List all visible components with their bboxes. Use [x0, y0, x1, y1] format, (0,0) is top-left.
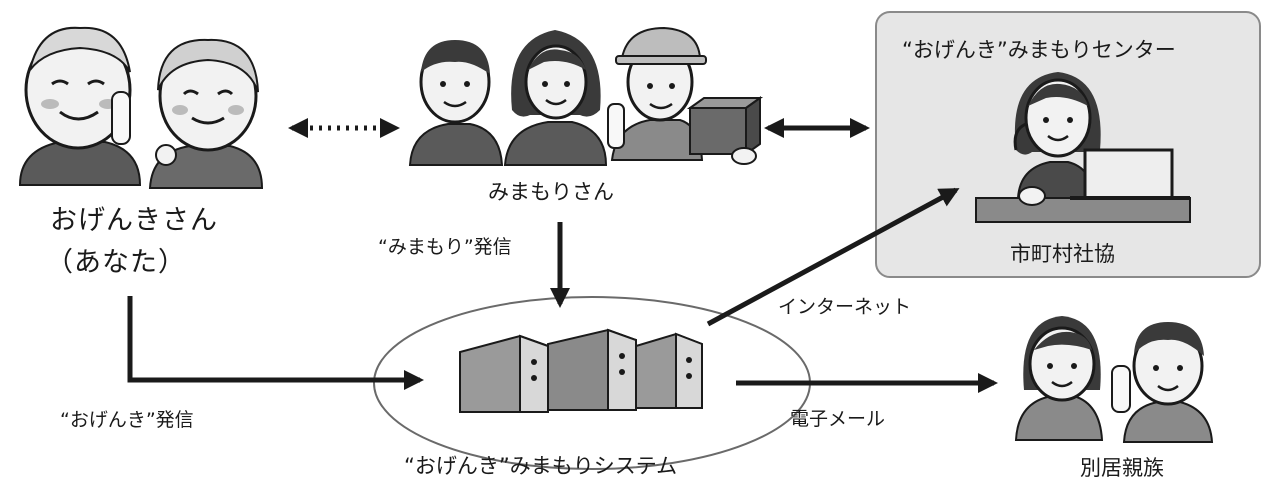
label-internet: インターネット — [778, 296, 912, 318]
label-mimamori-san: みまもりさん — [488, 180, 614, 204]
watchers-illustration — [408, 26, 764, 166]
label-anata: （あなた） — [46, 247, 186, 278]
label-system: “おげんき”みまもりシステム — [404, 454, 678, 478]
elderly-couple-illustration — [18, 26, 264, 189]
label-ogenki-san: おげんきさん — [50, 205, 218, 236]
servers-illustration — [459, 328, 703, 413]
label-shakyo: 市町村社協 — [1010, 242, 1115, 266]
label-ogenki-send: “おげんき”発信 — [60, 409, 194, 431]
label-email: 電子メール — [790, 408, 886, 430]
family-illustration — [1014, 316, 1214, 443]
arrow-internet — [706, 187, 960, 327]
arrow-ogenki-send — [127, 296, 424, 390]
label-center-title: “おげんき”みまもりセンター — [902, 38, 1176, 62]
center-operator-illustration — [975, 72, 1191, 223]
label-mimamori-send: “みまもり”発信 — [378, 236, 512, 258]
label-family: 別居親族 — [1080, 456, 1164, 480]
